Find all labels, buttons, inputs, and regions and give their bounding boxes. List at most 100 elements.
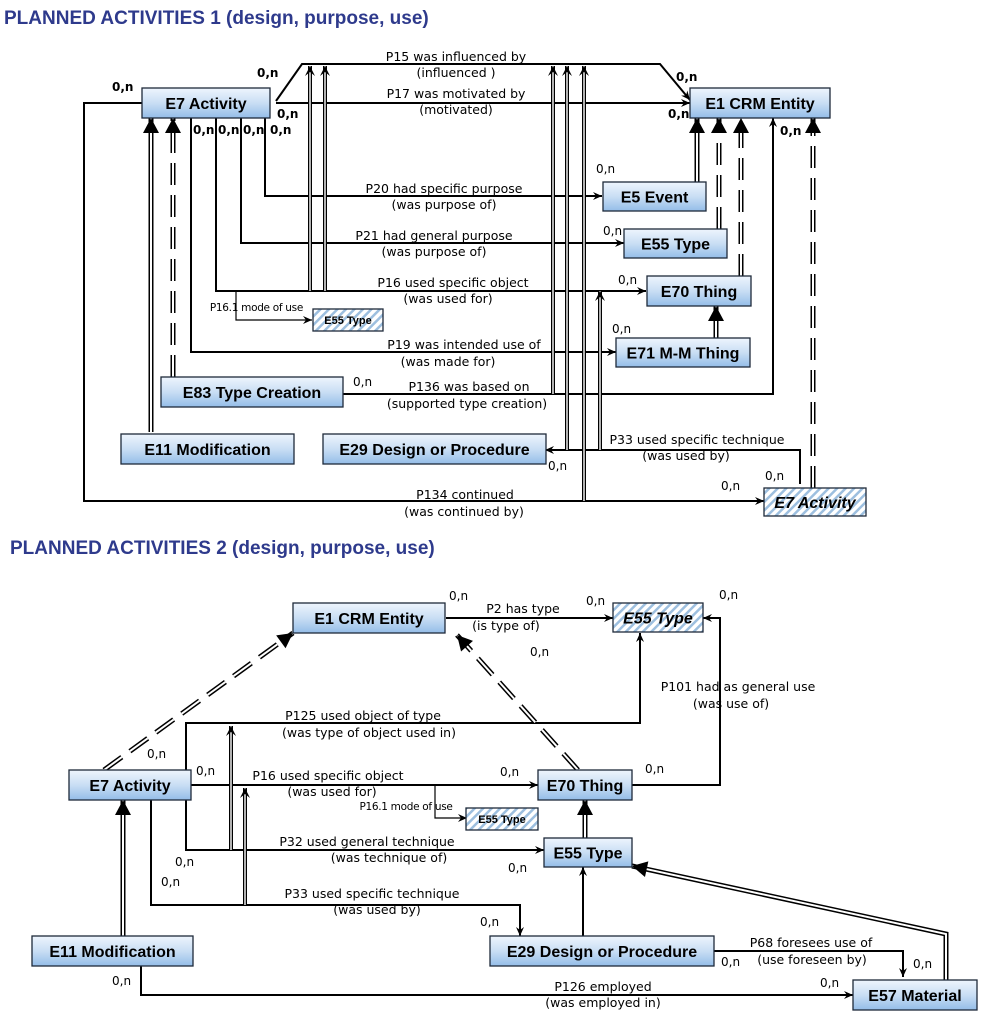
node-e29-design-procedure: E29 Design or Procedure <box>322 433 547 465</box>
cardinality-label: 0,n <box>618 273 637 287</box>
cardinality-label: 0,n <box>196 764 215 778</box>
node-e1-crm-entity-box <box>292 602 446 634</box>
p20-connector <box>264 118 602 200</box>
p33-label: P33 used specific technique <box>285 886 460 901</box>
node-e5-event-label: E5 Event <box>621 190 689 207</box>
node-e5-event-box <box>602 181 707 212</box>
isa-e11-to-e7 <box>143 118 159 432</box>
p33-subproperty-arrow <box>595 291 605 450</box>
p136-inverse-label: (supported type creation) <box>387 396 547 411</box>
node-e11-modification-box <box>31 935 194 967</box>
node-e11-modification: E11 Modification <box>31 935 194 967</box>
p16-1-connector <box>434 785 467 822</box>
cardinality-label: 0,n <box>112 974 131 988</box>
p16-inverse-label: (was used for) <box>403 291 492 306</box>
p16-superproperty-arrow-arrowhead <box>226 726 236 736</box>
node-e1-crm-entity-label: E1 CRM Entity <box>705 96 814 113</box>
node-e55-type-small-box <box>312 308 384 332</box>
p134-superproperty-arrow-arrowhead <box>579 66 589 76</box>
cardinality-label: 0,n <box>112 80 133 94</box>
node-e7-activity-box <box>141 87 271 119</box>
p21-connector <box>240 118 624 247</box>
isa-e7-to-e1 <box>102 630 295 773</box>
p19-connector <box>190 118 616 356</box>
p16-1-label: P16.1 mode of use <box>210 302 303 314</box>
cardinality-label: 0,n <box>243 123 264 137</box>
node-e55-type: E55 Type <box>623 228 728 259</box>
node-e11-modification: E11 Modification <box>120 433 295 465</box>
p125-connector <box>185 633 644 770</box>
isa-e5-to-e1 <box>689 118 705 182</box>
node-e7-activity-label: E7 Activity <box>165 96 246 113</box>
p2-inverse-label: (is type of) <box>472 618 540 633</box>
cardinality-label: 0,n <box>480 915 499 929</box>
node-e57-material-box <box>852 979 978 1011</box>
node-e83-type-creation-label: E83 Type Creation <box>183 385 321 402</box>
p136-connector <box>342 118 777 395</box>
isa-e70-to-e1-arrowhead <box>733 118 749 133</box>
p15-connector <box>275 63 691 102</box>
isa-e11-to-e7 <box>115 800 131 936</box>
node-e11-modification-box <box>120 433 295 465</box>
cardinality-label: 0,n <box>193 123 214 137</box>
p16-inverse-label: (was used for) <box>287 784 376 799</box>
isa-e55-to-e70 <box>577 800 593 838</box>
p16-label: P16 used specific object <box>252 768 403 783</box>
p20-inverse-label: (was purpose of) <box>392 197 497 212</box>
isa-e55-to-e1 <box>711 118 727 229</box>
diagram-1-title: PLANNED ACTIVITIES 1 (design, purpose, u… <box>4 8 429 29</box>
cardinality-label: 0,n <box>277 107 298 121</box>
p33-inverse-label: (was used by) <box>333 902 421 917</box>
node-e70-thing: E70 Thing <box>646 275 752 307</box>
isa-e70-to-e1-arrowhead <box>457 635 473 652</box>
isa-e55-to-e1-arrowhead <box>711 118 727 133</box>
p136-superproperty-arrow <box>548 66 558 394</box>
cardinality-label: 0,n <box>257 66 278 80</box>
cardinality-label: 0,n <box>719 588 738 602</box>
isa-e11-to-e7-arrowhead <box>115 800 131 815</box>
node-e55-type-small: E55 Type <box>465 807 539 831</box>
p33-label: P33 used specific technique <box>610 432 785 447</box>
p19-inverse-label: (was made for) <box>401 354 496 369</box>
isa-e71-to-e70 <box>708 306 724 338</box>
isa-e55-to-e70-arrowhead <box>577 800 593 815</box>
p16-1-label: P16.1 mode of use <box>359 801 452 813</box>
p126-connector <box>140 966 853 999</box>
p19-label: P19 was intended use of <box>387 337 541 352</box>
p32-label: P32 used general technique <box>279 834 455 849</box>
node-e1-crm-entity-label: E1 CRM Entity <box>314 611 423 628</box>
p2-label: P2 has type <box>486 601 560 616</box>
diagram-1-connectors <box>83 63 821 505</box>
p126-inverse-label: (was employed in) <box>545 995 660 1010</box>
node-e55-type-small: E55 Type <box>312 308 384 332</box>
node-e11-modification-label: E11 Modification <box>49 944 175 961</box>
p68-label: P68 foresees use of <box>750 935 873 950</box>
diagram-2-connectors <box>102 614 949 999</box>
isa-e71-to-e70-arrowhead <box>708 306 724 321</box>
isa-e57-to-e55-arrowhead <box>632 861 649 877</box>
node-e55-type-italic-label: E55 Type <box>623 611 693 628</box>
diagram-1: PLANNED ACTIVITIES 1 (design, purpose, u… <box>4 8 867 519</box>
cardinality-label: 0,n <box>668 107 689 121</box>
cardinality-label: 0,n <box>500 765 519 779</box>
p68-inverse-label: (use foreseen by) <box>757 952 867 967</box>
p136-label: P136 was based on <box>408 379 529 394</box>
p32-connector <box>185 800 544 854</box>
cardinality-label: 0,n <box>175 855 194 869</box>
p15-label: P15 was influenced by <box>386 49 527 64</box>
p21-label: P21 had general purpose <box>355 228 512 243</box>
p16-superproperty-arrow <box>226 726 236 850</box>
isa-e7italic-to-e1-arrowhead <box>805 118 821 133</box>
p33-inverse-label: (was used by) <box>642 448 730 463</box>
node-e7-activity-italic: E7 Activity <box>763 487 867 517</box>
p16-superproperty-arrow-1-arrowhead <box>305 66 315 76</box>
p16-superproperty-arrow-2 <box>320 66 330 291</box>
node-e29-design-procedure-box <box>322 433 547 465</box>
cardinality-label: 0,n <box>603 224 622 238</box>
p21-inverse-label: (was purpose of) <box>382 244 487 259</box>
p125-label: P125 used object of type <box>285 708 441 723</box>
node-e29-design-procedure-label: E29 Design or Procedure <box>507 944 697 961</box>
isa-e7italic-to-e1 <box>805 118 821 488</box>
